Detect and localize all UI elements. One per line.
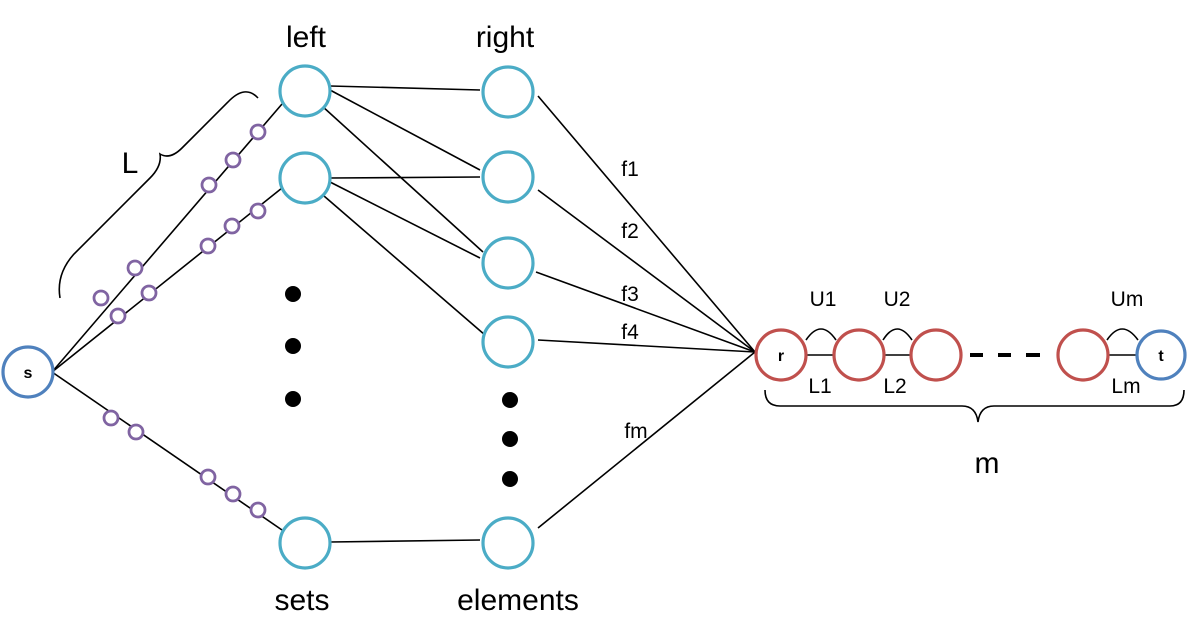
right-node [481, 516, 535, 570]
sink-label: t [1158, 348, 1164, 365]
path-node [126, 259, 144, 277]
path-node [140, 284, 158, 302]
path-node [249, 202, 267, 220]
column-label-left: left [286, 21, 327, 54]
lower-label-2: L2 [883, 375, 906, 398]
path-node [199, 237, 217, 255]
chain-node [909, 328, 963, 382]
path-node [249, 501, 267, 519]
right-node [481, 315, 535, 369]
edge-label-f2: f2 [621, 220, 639, 243]
right-node [481, 65, 535, 119]
brace-m-label: m [975, 447, 1000, 480]
path-s-to-left-2 [51, 187, 283, 373]
left-nodes [278, 64, 332, 570]
edge-r1-root [537, 95, 756, 353]
root-label: r [778, 348, 784, 365]
left-node [278, 151, 332, 205]
path-node [223, 217, 241, 235]
left-node [278, 64, 332, 118]
edge-l1-r2 [329, 89, 481, 171]
edge-rb-root [537, 351, 756, 529]
source-label: s [24, 365, 33, 382]
column-label-sets: sets [274, 584, 329, 617]
chain-node [1056, 328, 1110, 382]
path-s-to-left-1 [51, 103, 283, 373]
column-label-right: right [476, 21, 535, 54]
chain-edges [805, 328, 1139, 357]
upper-label-m: Um [1111, 288, 1144, 311]
right-node [481, 236, 535, 290]
path-node [92, 289, 110, 307]
lower-label-1: L1 [808, 375, 831, 398]
path-nodes [92, 123, 267, 519]
source-paths [51, 103, 283, 531]
edge-l2-r4 [323, 195, 486, 336]
left-node [278, 516, 332, 570]
chain-nodes: r t [754, 328, 1187, 382]
right-ellipsis-dots [502, 392, 518, 487]
edge-l1-r3 [321, 105, 484, 253]
path-node [224, 485, 242, 503]
edge-l2-r3 [329, 181, 481, 259]
path-s-to-left-bottom [51, 371, 283, 531]
edge-label-f4: f4 [621, 321, 639, 344]
edge-r3-root [535, 271, 756, 353]
edge-label-f3: f3 [621, 283, 639, 306]
path-node [199, 468, 217, 486]
path-node [224, 151, 242, 169]
left-ellipsis-dots [285, 286, 301, 407]
chain-upper-m [1106, 328, 1139, 341]
edge-r4-root [537, 339, 756, 353]
brace-L [58, 91, 259, 299]
set-element-edges [321, 85, 486, 543]
brace-L-label: L [122, 147, 139, 180]
element-root-edges [535, 95, 756, 529]
path-node [200, 176, 218, 194]
edge-label-fm: fm [624, 420, 647, 443]
upper-label-1: U1 [810, 288, 837, 311]
root-node [754, 328, 808, 382]
right-nodes [481, 65, 535, 570]
edge-l1-r1 [329, 85, 481, 91]
path-node [127, 423, 145, 441]
chain-upper-2 [882, 328, 913, 341]
right-node [481, 150, 535, 204]
chain-upper-1 [805, 328, 837, 341]
edge-l2-r2 [329, 176, 481, 179]
path-node [109, 307, 127, 325]
lower-label-m: Lm [1111, 375, 1140, 398]
sink-node [1135, 329, 1187, 381]
brace-m [764, 389, 1185, 423]
path-node [249, 123, 267, 141]
upper-label-2: U2 [884, 288, 911, 311]
column-label-elements: elements [457, 584, 579, 617]
edge-r2-root [537, 189, 756, 353]
chain-node [832, 328, 886, 382]
path-node [102, 409, 120, 427]
edge-lb-rb [329, 539, 481, 543]
source-node: s [1, 345, 55, 399]
edge-label-f1: f1 [621, 158, 639, 181]
